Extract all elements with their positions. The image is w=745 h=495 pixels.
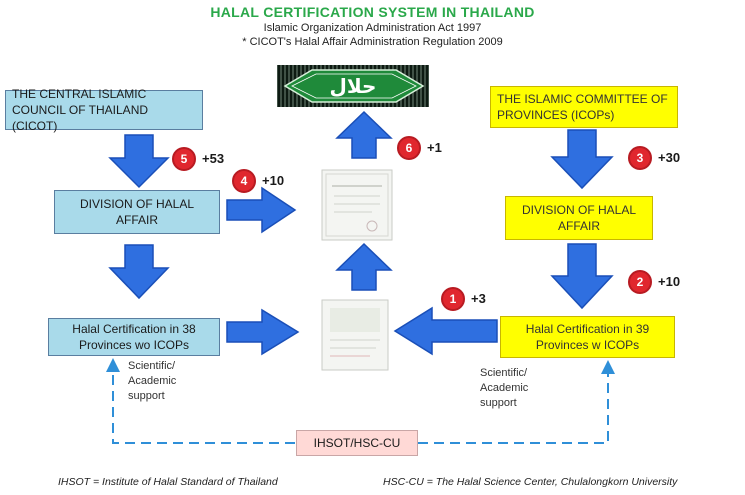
- halal-logo: [277, 65, 429, 107]
- support-note-right: Scientific/ Academic support: [480, 367, 529, 409]
- certification-38-provinces: Halal Certification in 38 Provinces wo I…: [48, 318, 220, 356]
- badge-2: 2: [628, 270, 652, 294]
- arrow-down-icops-division: [550, 129, 614, 190]
- badge-6-increment: +1: [427, 140, 442, 155]
- badge-3-increment: +30: [658, 150, 681, 165]
- halal-logo-text: حلال: [329, 74, 377, 98]
- arrow-right-cert-to-application: [226, 308, 300, 356]
- application-document-image: [321, 299, 389, 371]
- badge-3: 3: [628, 146, 652, 170]
- support-arrowhead-left: [106, 358, 120, 372]
- footnote-ihsot: IHSOT = Institute of Halal Standard of T…: [58, 476, 278, 488]
- certification-39-provinces: Halal Certification in 39 Provinces w IC…: [500, 316, 675, 358]
- arrow-right-division-to-certificate: [226, 186, 297, 234]
- badge-4: 4: [232, 169, 256, 193]
- arrow-down-division-cert-left: [108, 244, 170, 300]
- arrow-left-cert-to-application: [393, 306, 498, 356]
- badge-1-increment: +3: [471, 291, 486, 306]
- badge-5-increment: +53: [202, 151, 225, 166]
- subtitle-regulation: * CICOT's Halal Affair Administration Re…: [242, 36, 503, 48]
- badge-4-increment: +10: [262, 173, 285, 188]
- badge-2-increment: +10: [658, 274, 681, 289]
- cicot-box: THE CENTRAL ISLAMIC COUNCIL OF THAILAND …: [5, 87, 203, 133]
- badge-5: 5: [172, 147, 196, 171]
- ihsot-hsc-cu-box: IHSOT/HSC-CU: [296, 430, 418, 456]
- support-arrowhead-right: [601, 360, 615, 374]
- division-halal-affair-left: DIVISION OF HALAL AFFAIR: [54, 190, 220, 234]
- certificate-document-image: [321, 169, 393, 241]
- subtitle-act: Islamic Organization Administration Act …: [263, 22, 482, 34]
- diagram-title: HALAL CERTIFICATION SYSTEM IN THAILAND: [210, 4, 535, 20]
- support-dashed-connector: [112, 368, 609, 444]
- arrow-up-certificate-to-logo: [335, 110, 393, 159]
- footnote-hsc-cu: HSC-CU = The Halal Science Center, Chula…: [383, 476, 678, 488]
- icops-box: THE ISLAMIC COMMITTEE OF PROVINCES (ICOP…: [490, 86, 678, 128]
- badge-6: 6: [397, 136, 421, 160]
- badge-1: 1: [441, 287, 465, 311]
- arrow-down-division-cert-right: [550, 243, 614, 310]
- arrow-up-application-to-certificate: [335, 242, 393, 291]
- arrow-down-cicot-division: [108, 134, 170, 189]
- division-halal-affair-right: DIVISION OF HALAL AFFAIR: [505, 196, 653, 240]
- support-note-left: Scientific/ Academic support: [128, 360, 177, 402]
